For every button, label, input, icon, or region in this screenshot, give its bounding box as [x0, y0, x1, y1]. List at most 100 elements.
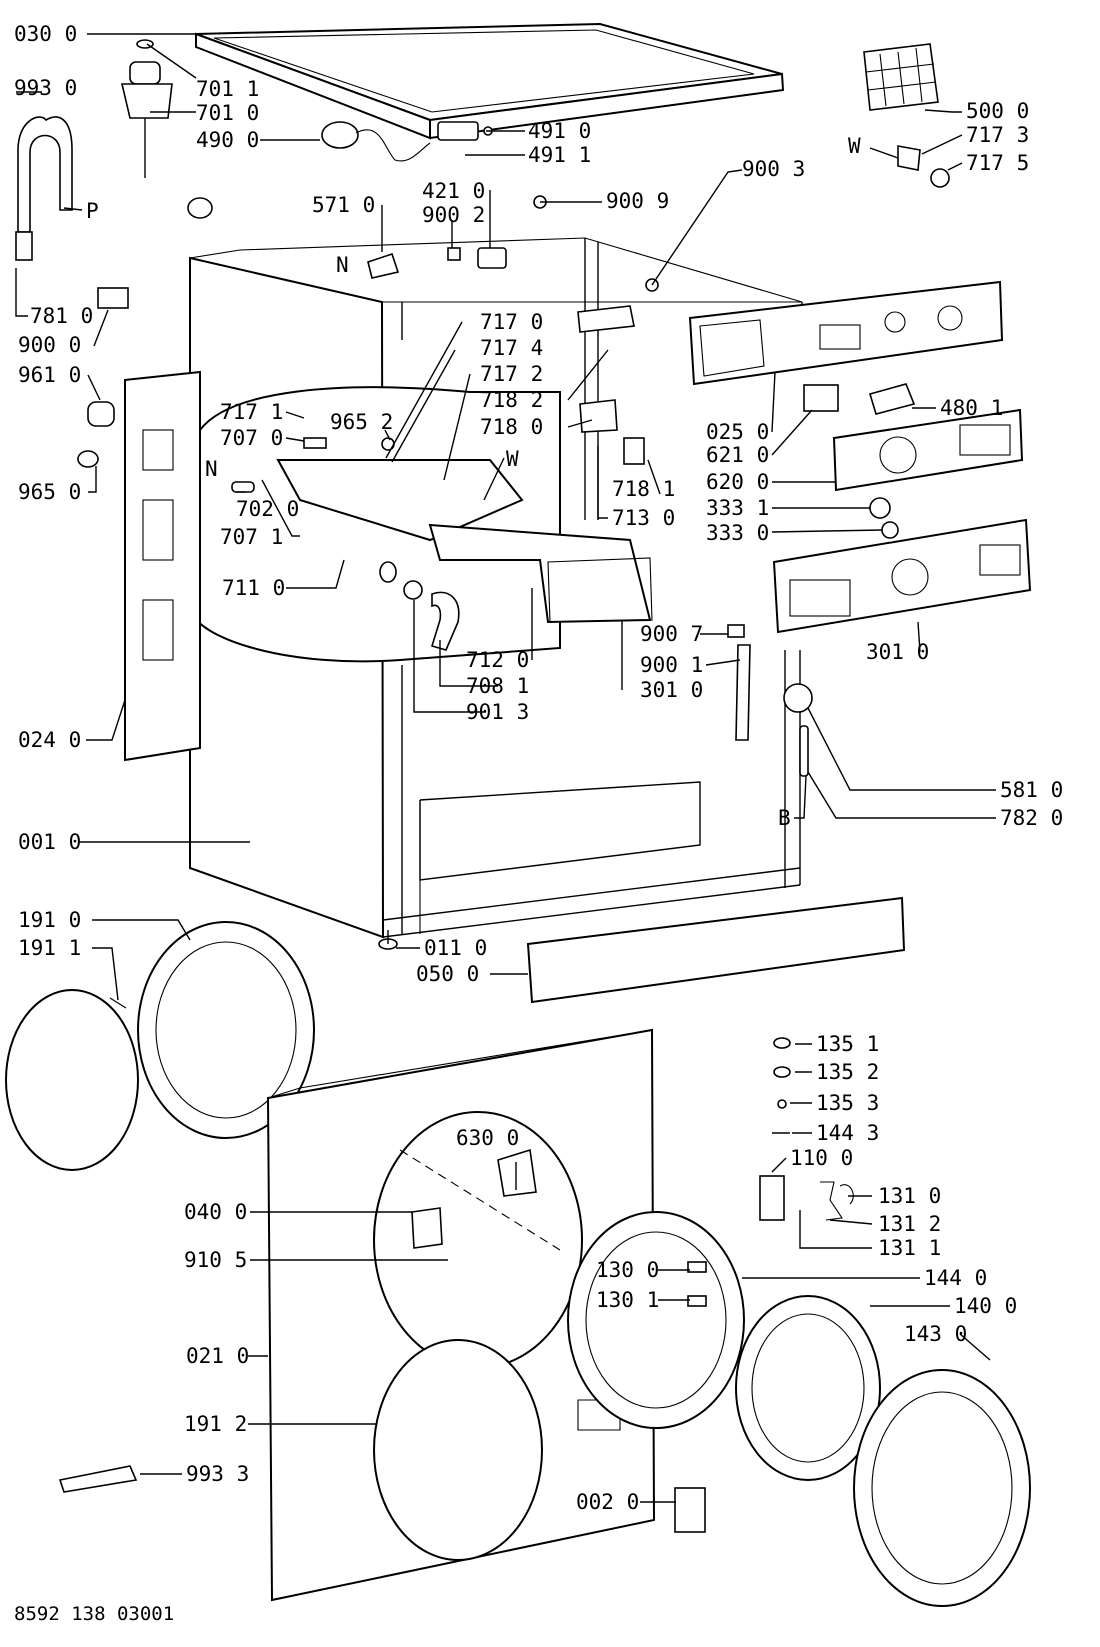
label-144-3: 144 3	[816, 1121, 879, 1145]
label-910-5: 910 5	[184, 1248, 247, 1272]
screw-011-part	[378, 930, 398, 950]
label-900-7: 900 7	[640, 622, 703, 646]
label-w-mid: W	[506, 447, 519, 471]
module-621-part	[803, 384, 839, 412]
control-board-part	[688, 280, 1004, 386]
label-900-2: 900 2	[422, 203, 485, 227]
label-040-0: 040 0	[184, 1200, 247, 1224]
top-cover-part	[195, 22, 785, 140]
power-cable-part	[321, 121, 431, 162]
label-024-0: 024 0	[18, 728, 81, 752]
label-001-0: 001 0	[18, 830, 81, 854]
label-712-0: 712 0	[466, 648, 529, 672]
label-701-0: 701 0	[196, 101, 259, 125]
label-630-0: 630 0	[456, 1126, 519, 1150]
label-144-0: 144 0	[924, 1266, 987, 1290]
label-030-0: 030 0	[14, 22, 77, 46]
label-191-2: 191 2	[184, 1412, 247, 1436]
label-b: B	[778, 806, 791, 830]
front-panel-part	[266, 1028, 656, 1602]
bracket-717-3-part	[897, 145, 950, 188]
door-seal-part	[5, 921, 315, 1171]
label-140-0: 140 0	[954, 1294, 1017, 1318]
knob-333-parts	[869, 497, 899, 539]
label-491-1: 491 1	[528, 143, 591, 167]
label-490-0: 490 0	[196, 128, 259, 152]
label-571-0: 571 0	[312, 193, 375, 217]
drawing-number: 8592 138 03001	[14, 1603, 174, 1625]
part-labels: 030 0 701 1 701 0 490 0 993 0 491 0 491 …	[14, 22, 1063, 1625]
label-002-0: 002 0	[576, 1490, 639, 1514]
label-965-0: 965 0	[18, 480, 81, 504]
label-713-0: 713 0	[612, 506, 675, 530]
label-900-3: 900 3	[742, 157, 805, 181]
label-500-0: 500 0	[966, 99, 1029, 123]
label-301-0-right: 301 0	[866, 640, 929, 664]
label-717-1: 717 1	[220, 400, 283, 424]
label-131-0: 131 0	[878, 1184, 941, 1208]
label-781-0: 781 0	[30, 304, 93, 328]
label-135-2: 135 2	[816, 1060, 879, 1084]
label-110-0: 110 0	[790, 1146, 853, 1170]
label-718-2: 718 2	[480, 388, 543, 412]
bellows-708-part	[430, 591, 460, 651]
label-131-2: 131 2	[878, 1212, 941, 1236]
card-002-part	[674, 1487, 706, 1533]
label-135-1: 135 1	[816, 1032, 879, 1056]
label-900-1: 900 1	[640, 653, 703, 677]
label-011-0: 011 0	[424, 936, 487, 960]
label-333-1: 333 1	[706, 496, 769, 520]
label-191-1: 191 1	[18, 936, 81, 960]
label-050-0: 050 0	[416, 962, 479, 986]
label-191-0: 191 0	[18, 908, 81, 932]
label-717-4: 717 4	[480, 336, 543, 360]
label-901-3: 901 3	[466, 700, 529, 724]
label-581-0: 581 0	[1000, 778, 1063, 802]
label-717-2: 717 2	[480, 362, 543, 386]
label-620-0: 620 0	[706, 470, 769, 494]
label-718-0: 718 0	[480, 415, 543, 439]
label-333-0: 333 0	[706, 521, 769, 545]
label-491-0: 491 0	[528, 119, 591, 143]
label-143-0: 143 0	[904, 1322, 967, 1346]
label-621-0: 621 0	[706, 443, 769, 467]
inlet-hose-part	[15, 116, 73, 261]
hinge-small-parts	[759, 1037, 854, 1221]
ring-901-part	[403, 580, 423, 600]
leader-lines	[15, 33, 996, 1503]
label-130-0: 130 0	[596, 1258, 659, 1282]
label-301-0-center: 301 0	[640, 678, 703, 702]
door-glass-part	[735, 1295, 881, 1481]
tool-993-part	[58, 1465, 138, 1493]
label-711-0: 711 0	[222, 576, 285, 600]
label-025-0: 025 0	[706, 420, 769, 444]
label-717-0: 717 0	[480, 310, 543, 334]
label-702-0: 702 0	[236, 497, 299, 521]
label-707-1: 707 1	[220, 525, 283, 549]
dispenser-housing-part	[276, 459, 653, 624]
label-782-0: 782 0	[1000, 806, 1063, 830]
label-480-1: 480 1	[940, 396, 1003, 420]
valve-part	[120, 39, 173, 178]
label-718-1: 718 1	[612, 477, 675, 501]
panel-620-part	[832, 408, 1024, 492]
door-part	[853, 1369, 1031, 1607]
control-module-part	[863, 43, 939, 111]
label-993-0: 993 0	[14, 76, 77, 100]
label-421-0: 421 0	[422, 179, 485, 203]
label-021-0: 021 0	[186, 1344, 249, 1368]
back-panel-part	[124, 370, 201, 762]
label-717-5: 717 5	[966, 151, 1029, 175]
label-w-top: W	[848, 134, 861, 158]
label-707-0: 707 0	[220, 426, 283, 450]
label-n-top: N	[336, 253, 349, 277]
label-961-0: 961 0	[18, 363, 81, 387]
control-panel-part	[772, 518, 1032, 634]
label-131-1: 131 1	[878, 1236, 941, 1260]
label-n-mid: N	[205, 457, 218, 481]
label-135-3: 135 3	[816, 1091, 879, 1115]
label-900-9: 900 9	[606, 189, 669, 213]
label-717-3: 717 3	[966, 123, 1029, 147]
label-701-1: 701 1	[196, 77, 259, 101]
